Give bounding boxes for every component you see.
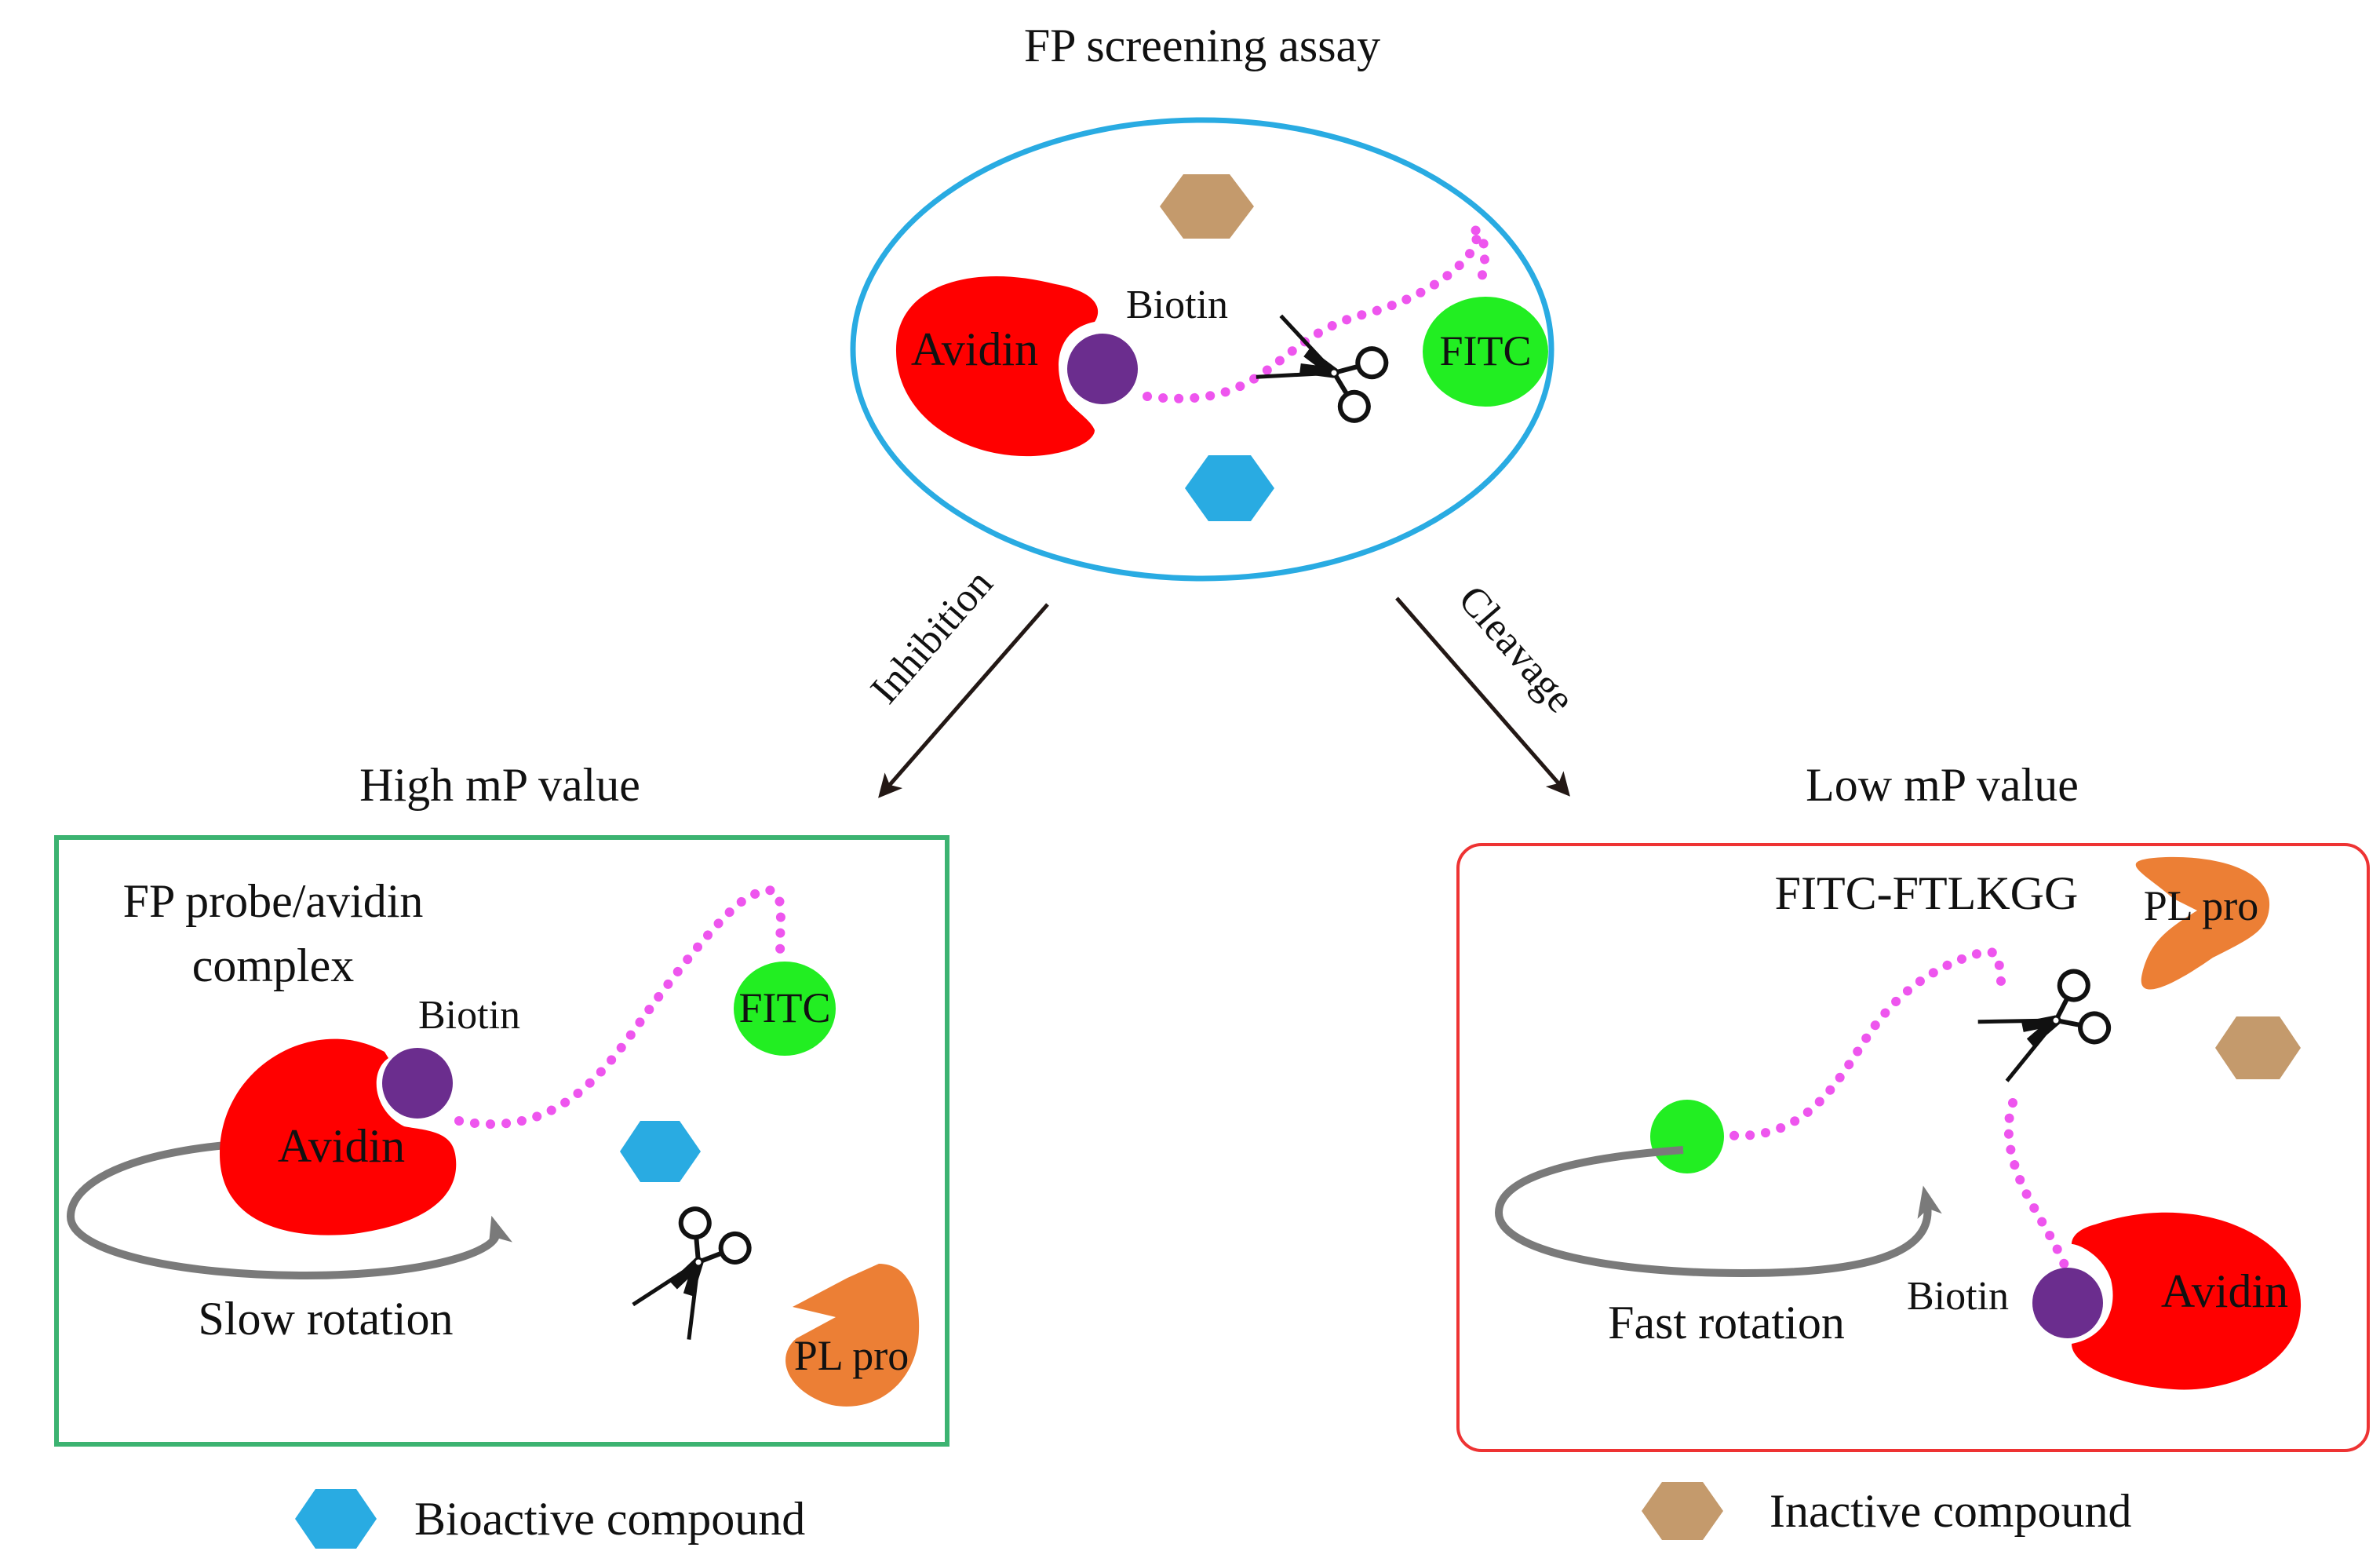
slow-rotation-label: Slow rotation [199, 1293, 454, 1345]
fast-rotation-label: Fast rotation [1608, 1297, 1845, 1349]
complex-label-line1: FP probe/avidin [123, 875, 424, 927]
inactive-compound-right [2215, 1016, 2301, 1079]
fitc-left-label: FITC [738, 984, 830, 1031]
biotin-right-label: Biotin [1907, 1274, 2009, 1319]
fast-rotation-arrow [1494, 1146, 1942, 1278]
left-panel-heading: High mP value [359, 759, 640, 811]
scissors-right-icon [1976, 966, 2113, 1085]
avidin-right [2072, 1212, 2302, 1390]
bioactive-compound-left [620, 1121, 701, 1182]
cleaved-peptide-fitc-side [1714, 947, 2006, 1140]
avidin-top [895, 276, 1099, 457]
legend-inactive-icon [1642, 1482, 1723, 1540]
cleaved-peptide-biotin-side [2003, 1098, 2072, 1284]
biotin-left [382, 1048, 453, 1119]
assay-ellipse [850, 117, 1554, 582]
legend-inactive-label: Inactive compound [1770, 1485, 2132, 1537]
avidin-left [220, 1038, 457, 1235]
assay-title: FP screening assay [1024, 20, 1380, 71]
inhibition-arrow [878, 603, 1049, 798]
peptide-label: FITC-FTLKGG [1775, 867, 2079, 919]
peptide-linker-top [1143, 224, 1490, 403]
avidin-top-label: Avidin [911, 323, 1038, 375]
plpro-left-label: PL pro [794, 1332, 909, 1379]
legend-bioactive-icon [295, 1489, 377, 1549]
legend-bioactive-label: Bioactive compound [414, 1493, 805, 1545]
biotin-right [2032, 1268, 2103, 1338]
scissors-top-icon [1255, 312, 1390, 425]
inactive-compound-top [1160, 174, 1254, 239]
avidin-left-label: Avidin [278, 1120, 405, 1172]
complex-label-line2: complex [192, 940, 355, 991]
left-panel-box [54, 835, 949, 1447]
cleavage-label: Cleavage [1449, 577, 1583, 721]
scissors-left-icon [629, 1203, 755, 1341]
fitc-top-label: FITC [1439, 327, 1531, 374]
fitc-left [734, 962, 836, 1056]
right-panel-heading: Low mP value [1806, 759, 2079, 811]
inhibition-label: Inhibition [862, 561, 1002, 712]
plpro-left [785, 1264, 920, 1407]
fitc-right [1650, 1100, 1724, 1173]
biotin-top-label: Biotin [1126, 283, 1228, 327]
bioactive-compound-top [1185, 455, 1274, 521]
plpro-right-label: PL pro [2144, 882, 2259, 929]
plpro-right [2135, 856, 2270, 990]
cleavage-arrow [1395, 597, 1570, 797]
right-panel-box [1456, 843, 2370, 1452]
biotin-left-label: Biotin [418, 993, 520, 1038]
biotin-top [1067, 334, 1138, 404]
fitc-top [1423, 297, 1548, 407]
peptide-linker-left [454, 885, 785, 1130]
slow-rotation-arrow [66, 1140, 512, 1280]
avidin-right-label: Avidin [2161, 1265, 2288, 1317]
